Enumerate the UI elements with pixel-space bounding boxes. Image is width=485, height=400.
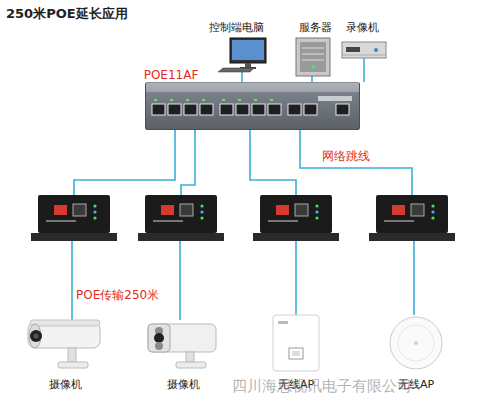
ceiling-ap-icon [390, 317, 442, 369]
wireless-ap-device: 无线AP [273, 315, 319, 371]
device-label: POE11AF [144, 68, 199, 82]
computer-device: 控制端电脑 [218, 38, 266, 72]
network-cable [295, 233, 297, 315]
recorder-icon [342, 42, 386, 58]
server-device: 服务器 [296, 38, 330, 76]
bullet-camera-icon [28, 320, 100, 368]
network-cable [241, 72, 243, 82]
network-cable [300, 130, 412, 195]
network-cable [250, 130, 296, 195]
diagram-title: 250米POE延长应用 [6, 5, 128, 23]
camera-device: 摄像机 [28, 320, 104, 370]
network-cable [363, 58, 365, 82]
distance-note: POE传输250米 [76, 288, 159, 302]
box-camera-icon [148, 324, 216, 368]
poe-extender [38, 195, 110, 233]
network-cable [71, 233, 73, 320]
switch-ports [146, 82, 359, 115]
wireless-ap-device: 无线AP [392, 315, 440, 371]
computer-icon [218, 38, 266, 72]
panel-ap-icon [273, 315, 319, 371]
watermark: 四川海思视讯电子有限公司 [232, 377, 412, 395]
device-label: 服务器 [299, 21, 332, 34]
device-label: 摄像机 [49, 378, 82, 391]
device-label: 摄像机 [167, 378, 200, 391]
network-cable [413, 233, 415, 315]
device-label: 控制端电脑 [209, 21, 264, 34]
extender-details [31, 204, 455, 241]
recorder-device: 录像机 [342, 42, 386, 58]
device-label: 录像机 [346, 21, 379, 34]
poe-extender [260, 195, 332, 233]
network-cable [181, 130, 195, 195]
poe-extender [145, 195, 217, 233]
network-cable [74, 130, 175, 195]
network-cable [179, 233, 181, 320]
camera-device: 摄像机 [148, 320, 218, 370]
server-icon [296, 38, 330, 76]
poe-extender [376, 195, 448, 233]
poe-switch: POE11AF [145, 82, 360, 130]
cable-note: 网络跳线 [322, 149, 370, 163]
